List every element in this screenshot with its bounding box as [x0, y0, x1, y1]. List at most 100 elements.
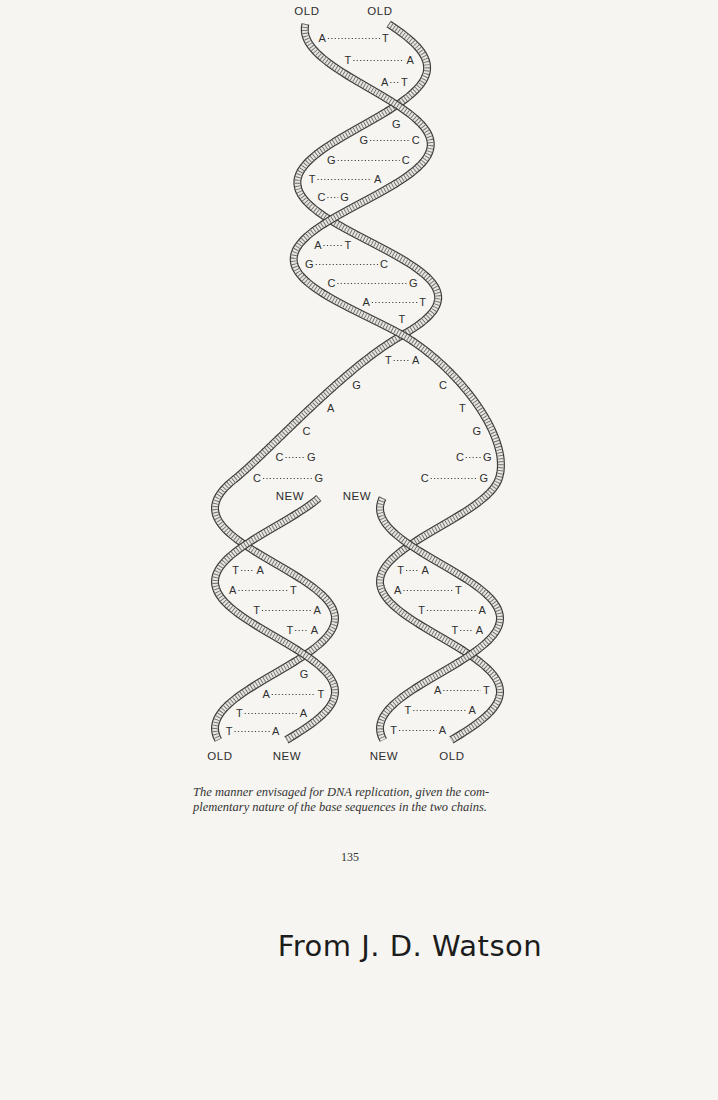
hydrogen-bond — [328, 38, 380, 39]
base-letter: T — [397, 565, 404, 576]
base-letter: T — [290, 585, 297, 596]
base-letter: C — [327, 278, 335, 289]
hydrogen-bond — [427, 610, 477, 611]
base-letter: C — [302, 426, 310, 437]
base-letter: G — [479, 473, 488, 484]
hydrogen-bond — [316, 264, 378, 265]
hydrogen-bond — [338, 160, 400, 161]
base-letter: G — [473, 426, 482, 437]
base-letter: A — [394, 585, 401, 596]
new-strand — [215, 498, 335, 740]
hydrogen-bond — [324, 245, 343, 246]
new-strand — [380, 498, 500, 740]
figure-caption: The manner envisaged for DNA replication… — [193, 785, 531, 815]
base-letter: C — [456, 452, 464, 463]
base-letter: A — [363, 297, 370, 308]
base-letter: G — [300, 669, 309, 680]
old-strand — [215, 24, 438, 740]
hydrogen-bond — [295, 630, 309, 631]
base-letter: A — [272, 726, 279, 737]
strand-label: OLD — [207, 751, 232, 763]
base-letter: A — [439, 725, 446, 736]
base-letter: T — [309, 174, 316, 185]
page-number: 135 — [341, 851, 359, 863]
base-letter: C — [380, 259, 388, 270]
new-strand — [215, 498, 335, 740]
base-letter: C — [253, 473, 261, 484]
base-letter: G — [392, 119, 401, 130]
base-letter: T — [226, 726, 233, 737]
hydrogen-bond — [238, 590, 288, 591]
hydrogen-bond — [431, 478, 478, 479]
base-letter: G — [305, 259, 314, 270]
base-letter: T — [455, 585, 462, 596]
strand-label: OLD — [294, 6, 319, 18]
base-letter: C — [276, 452, 284, 463]
strand-label: NEW — [276, 491, 305, 503]
base-letter: T — [385, 355, 392, 366]
new-strand — [215, 498, 335, 740]
hydrogen-bond — [372, 302, 417, 303]
strand-label: NEW — [370, 751, 399, 763]
base-letter: G — [314, 473, 323, 484]
base-letter: C — [421, 473, 429, 484]
hydrogen-bond — [370, 140, 410, 141]
old-strand — [215, 24, 438, 740]
hydrogen-bond — [390, 82, 399, 83]
hydrogen-bond — [406, 570, 420, 571]
hydrogen-bond — [318, 179, 373, 180]
base-letter: C — [439, 380, 447, 391]
base-letter: T — [418, 605, 425, 616]
hydrogen-bond — [262, 610, 312, 611]
strand-label: NEW — [273, 751, 302, 763]
base-letter: A — [479, 605, 486, 616]
old-strand — [215, 24, 438, 740]
base-letter: A — [262, 689, 269, 700]
base-letter: G — [409, 278, 418, 289]
base-letter: G — [483, 452, 492, 463]
base-letter: A — [381, 77, 388, 88]
old-strand — [294, 24, 501, 740]
base-letter: C — [412, 135, 420, 146]
base-letter: T — [345, 240, 352, 251]
base-letter: A — [314, 240, 321, 251]
base-letter: T — [232, 565, 239, 576]
handwritten-inscription: From J. D. Watson — [278, 932, 543, 961]
base-letter: A — [229, 585, 236, 596]
base-letter: A — [412, 355, 419, 366]
base-letter: T — [405, 705, 412, 716]
base-letter: G — [359, 135, 368, 146]
base-letter: T — [483, 685, 490, 696]
new-strand — [380, 498, 500, 740]
base-letter: A — [327, 403, 334, 414]
hydrogen-bond — [443, 690, 481, 691]
base-letter: A — [469, 705, 476, 716]
hydrogen-bond — [245, 713, 298, 714]
strand-label: OLD — [367, 6, 392, 18]
base-letter: C — [402, 155, 410, 166]
hydrogen-bond — [272, 694, 316, 695]
base-letter: G — [327, 155, 336, 166]
base-letter: A — [300, 708, 307, 719]
hydrogen-bond — [327, 197, 338, 198]
base-letter: T — [390, 725, 397, 736]
hydrogen-bond — [235, 731, 271, 732]
base-letter: A — [319, 33, 326, 44]
new-strand — [380, 498, 500, 740]
base-letter: A — [311, 625, 318, 636]
base-letter: G — [340, 192, 349, 203]
hydrogen-bond — [466, 457, 481, 458]
base-letter: T — [451, 625, 458, 636]
base-letter: T — [382, 33, 389, 44]
base-letter: T — [236, 708, 243, 719]
old-strand — [294, 24, 501, 740]
hydrogen-bond — [241, 570, 255, 571]
base-letter: A — [476, 625, 483, 636]
base-letter: G — [307, 452, 316, 463]
base-letter: A — [257, 565, 264, 576]
base-letter: T — [345, 55, 352, 66]
hydrogen-bond — [399, 730, 437, 731]
hydrogen-bond — [403, 590, 453, 591]
hydrogen-bond — [263, 478, 312, 479]
